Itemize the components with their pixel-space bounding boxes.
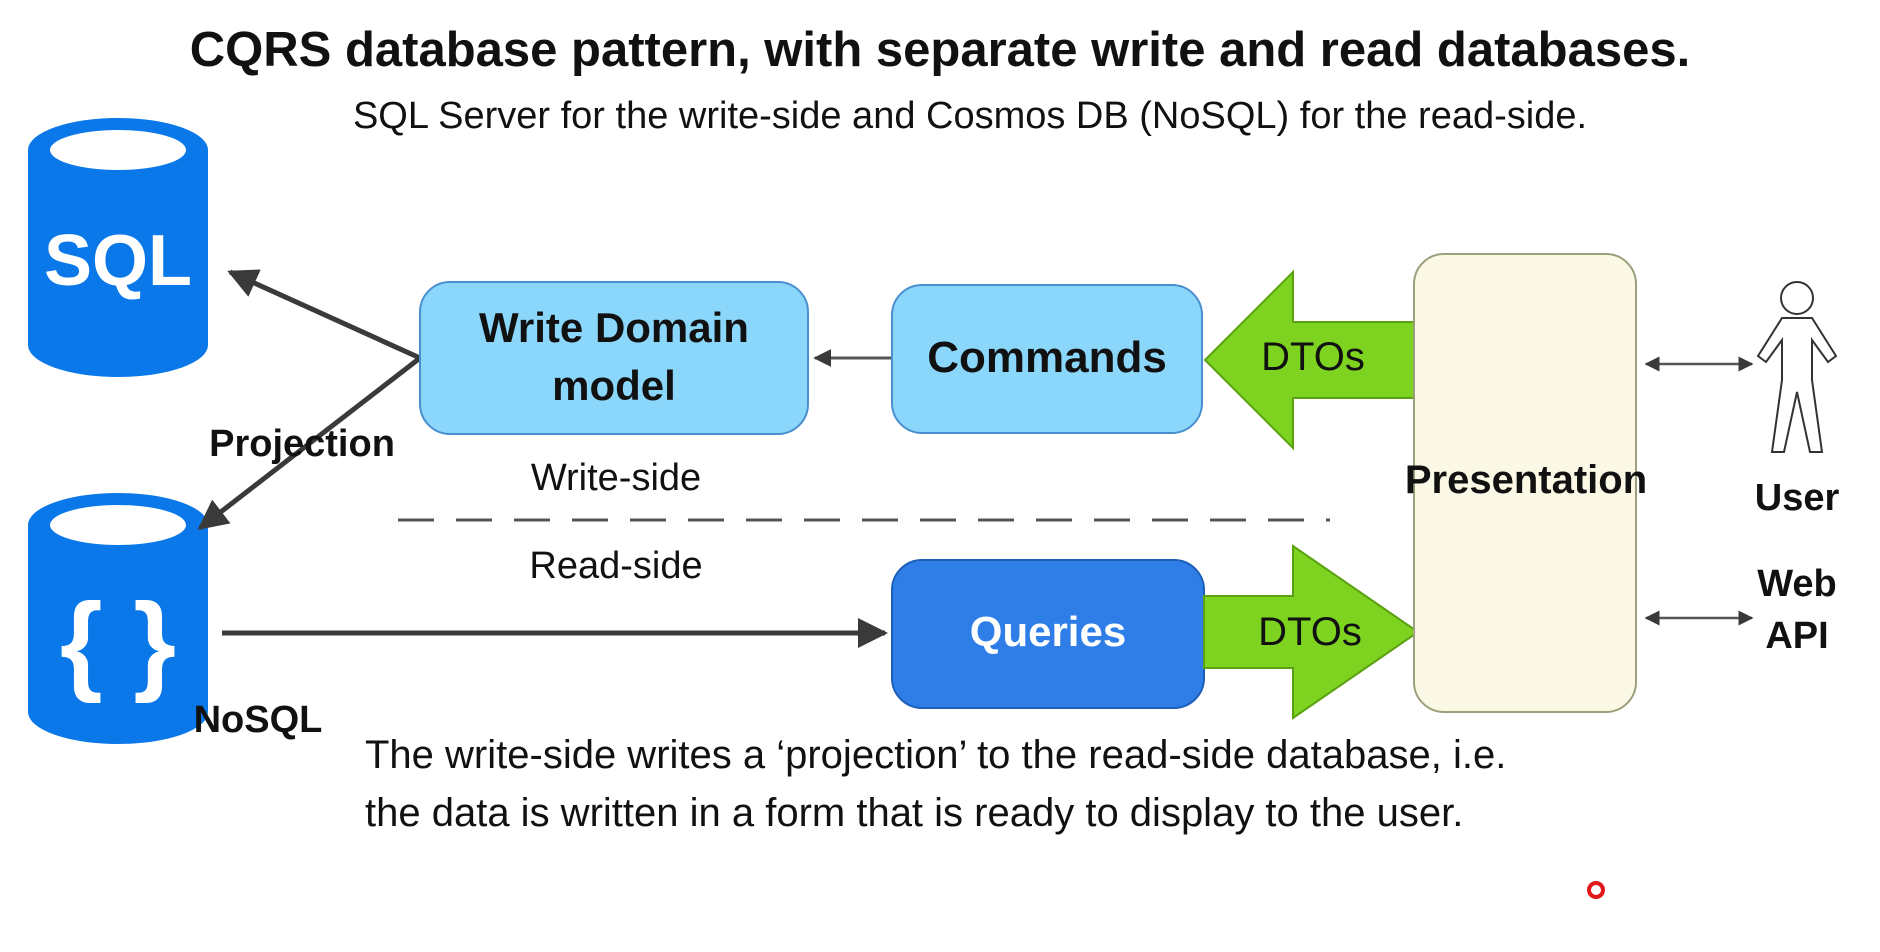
dtos-write-label: DTOs — [1261, 335, 1365, 379]
write-domain-model-box: Write Domain model — [419, 281, 809, 435]
diagram-title: CQRS database pattern, with separate wri… — [190, 23, 1690, 77]
read-side-label: Read-side — [529, 545, 702, 587]
sql-database-icon: SQL — [28, 118, 208, 377]
diagram-subtitle: SQL Server for the write-side and Cosmos… — [353, 95, 1587, 137]
user-label: User — [1755, 477, 1840, 519]
nosql-label: NoSQL — [194, 699, 323, 741]
dtos-read-label: DTOs — [1258, 610, 1362, 654]
dtos-read-arrow: DTOs — [1203, 544, 1420, 720]
write-domain-label-line1: Write Domain — [479, 304, 749, 351]
projection-label: Projection — [209, 423, 395, 465]
sql-label: SQL — [44, 221, 192, 301]
presentation-label: Presentation — [1405, 458, 1647, 502]
commands-box: Commands — [891, 284, 1203, 434]
web-api-label-line2: API — [1765, 615, 1828, 657]
web-api-label-line1: Web — [1757, 563, 1837, 605]
queries-label: Queries — [970, 608, 1126, 655]
write-to-sql-arrow — [227, 269, 422, 361]
note-line1: The write-side writes a ‘projection’ to … — [365, 733, 1506, 777]
projection-arrow — [197, 356, 422, 530]
nosql-braces: { } — [60, 581, 176, 704]
commands-label: Commands — [927, 333, 1167, 382]
user-icon — [1756, 281, 1838, 453]
write-domain-label-line2: model — [552, 362, 676, 409]
write-side-label: Write-side — [531, 457, 701, 499]
nosql-database-icon: { } — [28, 493, 208, 744]
queries-box: Queries — [891, 559, 1205, 709]
dtos-write-arrow: DTOs — [1203, 269, 1421, 451]
presentation-box — [1413, 253, 1637, 713]
note-line2: the data is written in a form that is re… — [365, 791, 1463, 835]
pointer-dot-icon — [1587, 881, 1605, 899]
